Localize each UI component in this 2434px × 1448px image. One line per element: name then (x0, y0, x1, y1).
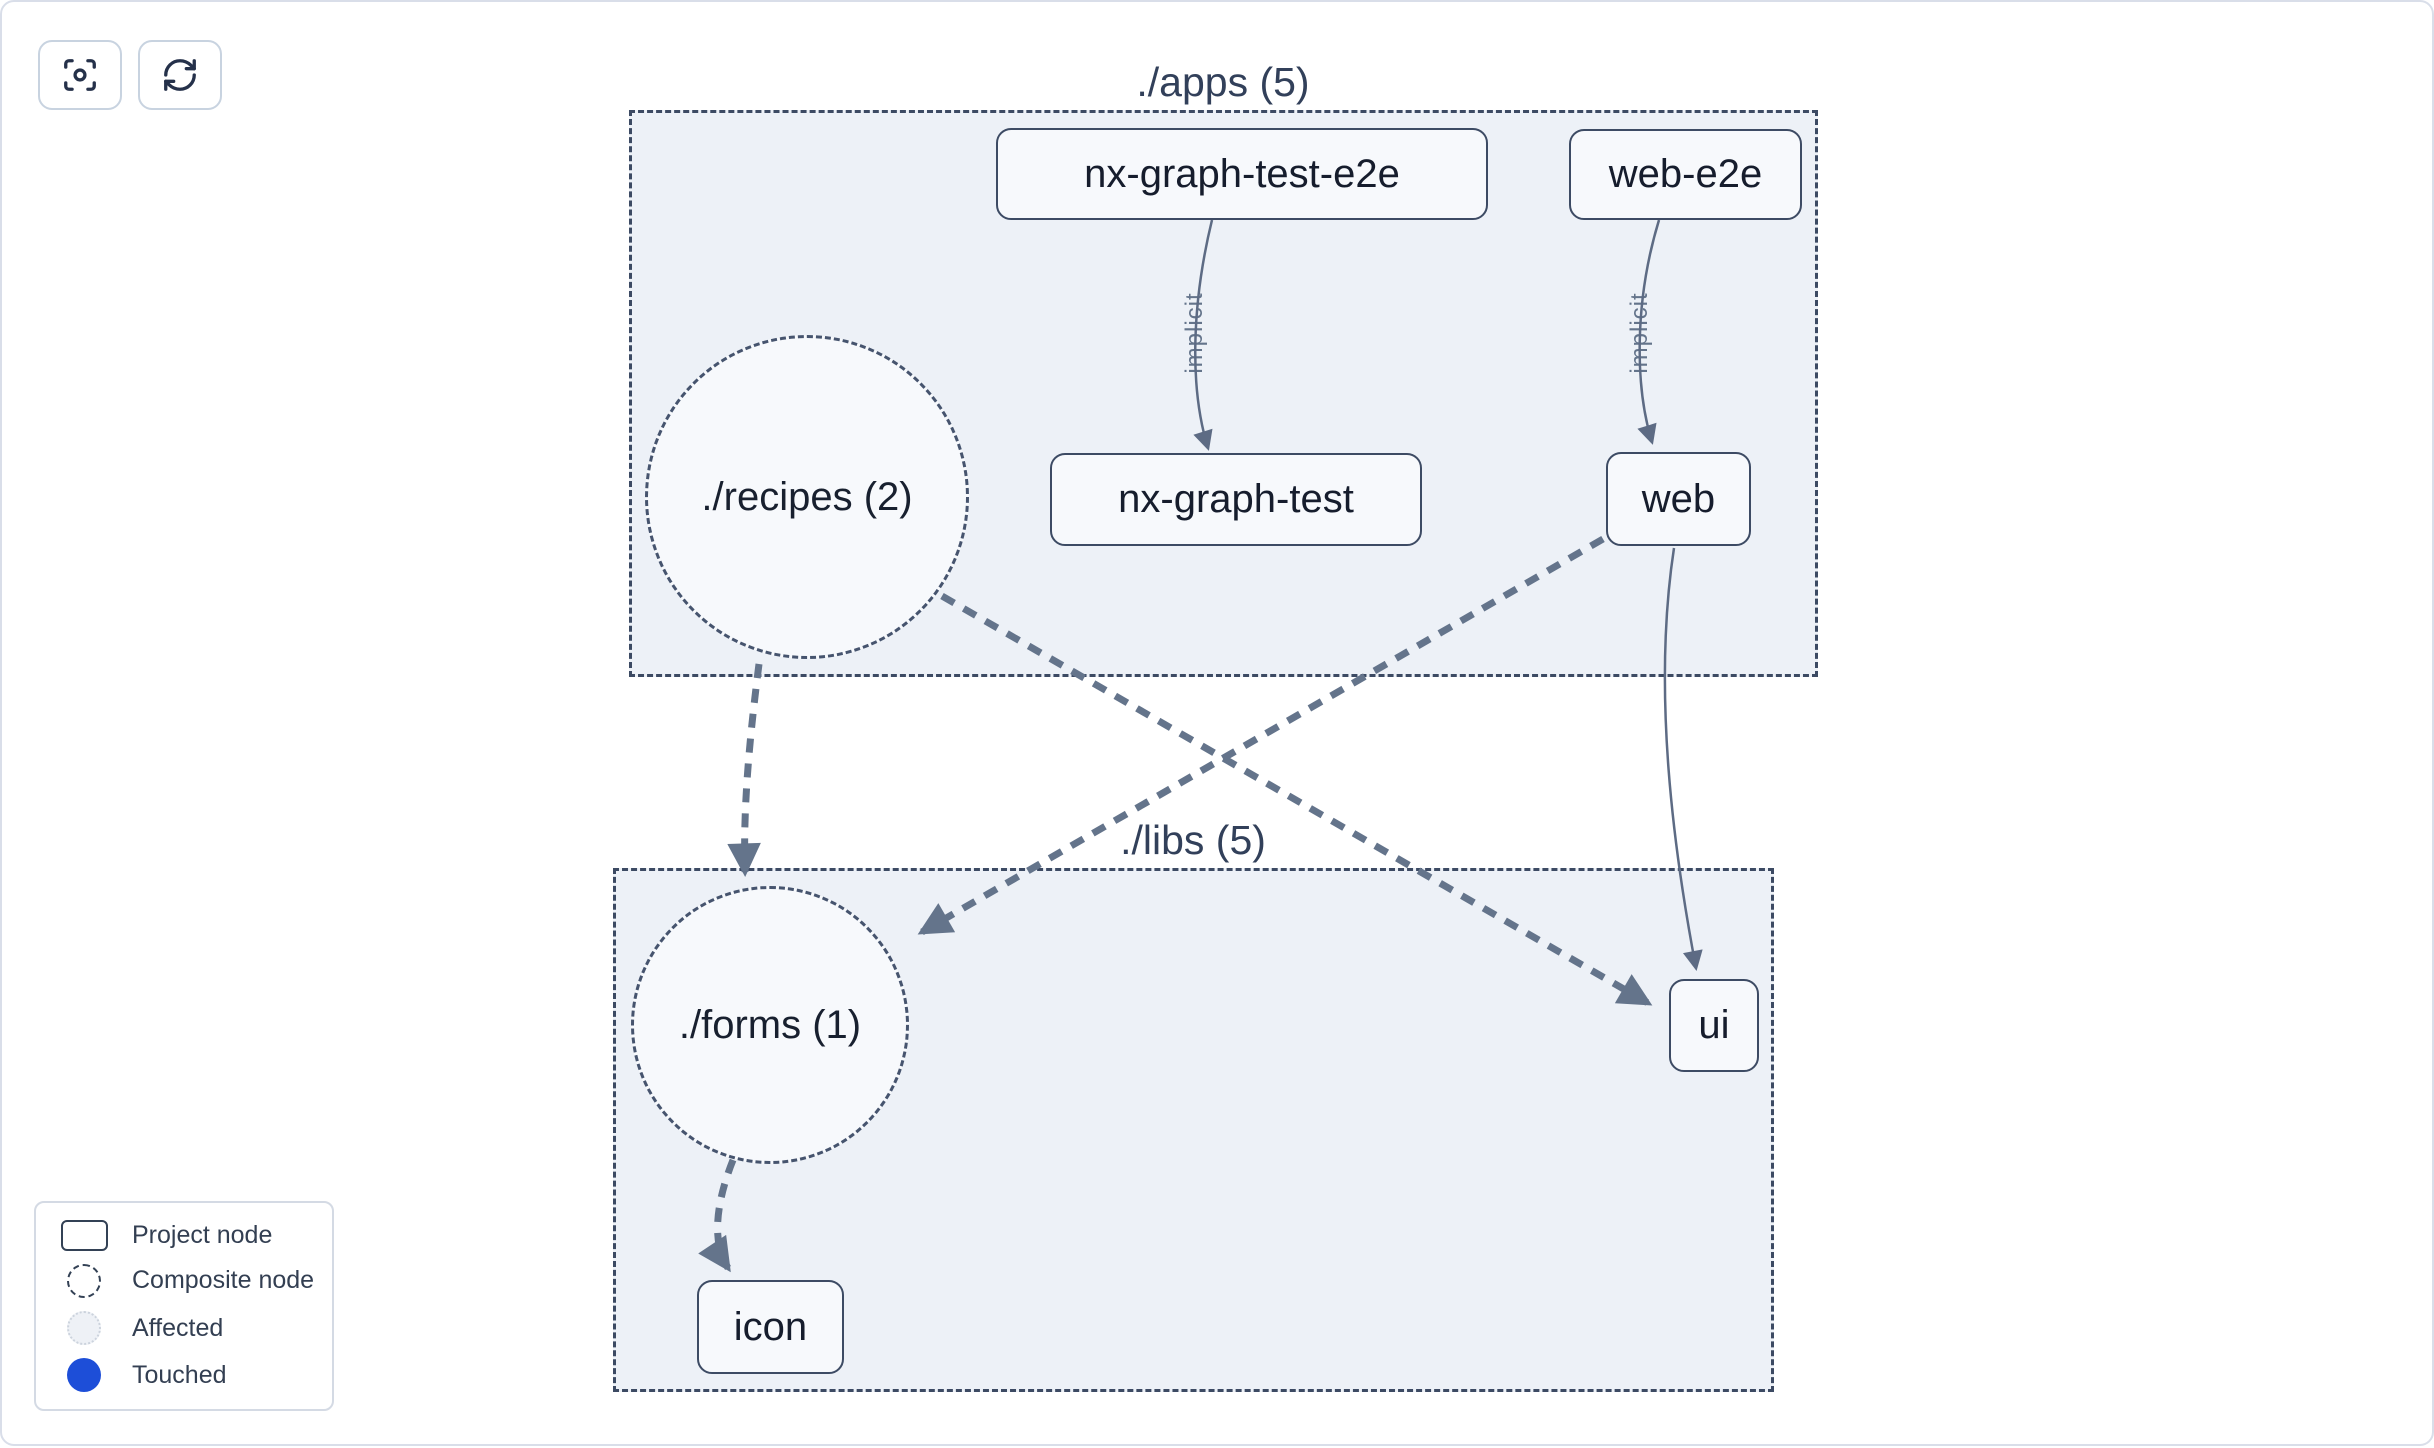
edge-recipes-to-forms[interactable] (727, 663, 763, 878)
refresh-icon (164, 59, 196, 91)
edge-forms-to-icon[interactable] (698, 1158, 737, 1273)
focus-icon (64, 59, 96, 91)
legend-item-affected: Affected (36, 1311, 332, 1346)
group-title-apps: ./apps (5) (1136, 59, 1310, 105)
edge-web-e2e-to-web[interactable] (1637, 219, 1661, 445)
touched-swatch (67, 1358, 101, 1393)
project-node-web[interactable]: web (1606, 452, 1751, 546)
project-node-nx-graph-test[interactable]: nx-graph-test (1050, 453, 1422, 546)
composite-node-recipes[interactable]: ./recipes (2) (645, 335, 969, 659)
group-title-libs: ./libs (5) (1120, 817, 1266, 863)
legend-item-touched: Touched (36, 1358, 332, 1393)
legend: Project node Composite node Affected Tou… (34, 1201, 334, 1411)
project-node-web-e2e[interactable]: web-e2e (1569, 129, 1802, 220)
edge-web-to-forms[interactable] (917, 535, 1605, 936)
project-node-nx-graph-test-e2e[interactable]: nx-graph-test-e2e (996, 128, 1488, 220)
project-node-swatch (60, 1219, 108, 1251)
legend-label: Affected (132, 1313, 224, 1342)
composite-node-forms[interactable]: ./forms (1) (631, 886, 909, 1164)
legend-item-composite-node: Composite node (36, 1263, 332, 1298)
legend-item-project-node: Project node (36, 1219, 332, 1251)
project-node-ui[interactable]: ui (1669, 979, 1759, 1072)
focus-button[interactable] (38, 40, 122, 110)
edge-nx-graph-test-e2e-to-nx-graph-test[interactable] (1193, 219, 1214, 451)
legend-label: Project node (132, 1220, 273, 1249)
project-node-icon[interactable]: icon (697, 1280, 844, 1374)
legend-label: Composite node (132, 1266, 315, 1295)
edge-web-to-ui[interactable] (1663, 547, 1703, 971)
refresh-button[interactable] (138, 40, 222, 110)
composite-node-swatch (67, 1263, 101, 1298)
edge-recipes-to-ui[interactable] (940, 592, 1653, 1007)
affected-swatch (67, 1311, 101, 1346)
legend-label: Touched (132, 1360, 227, 1389)
